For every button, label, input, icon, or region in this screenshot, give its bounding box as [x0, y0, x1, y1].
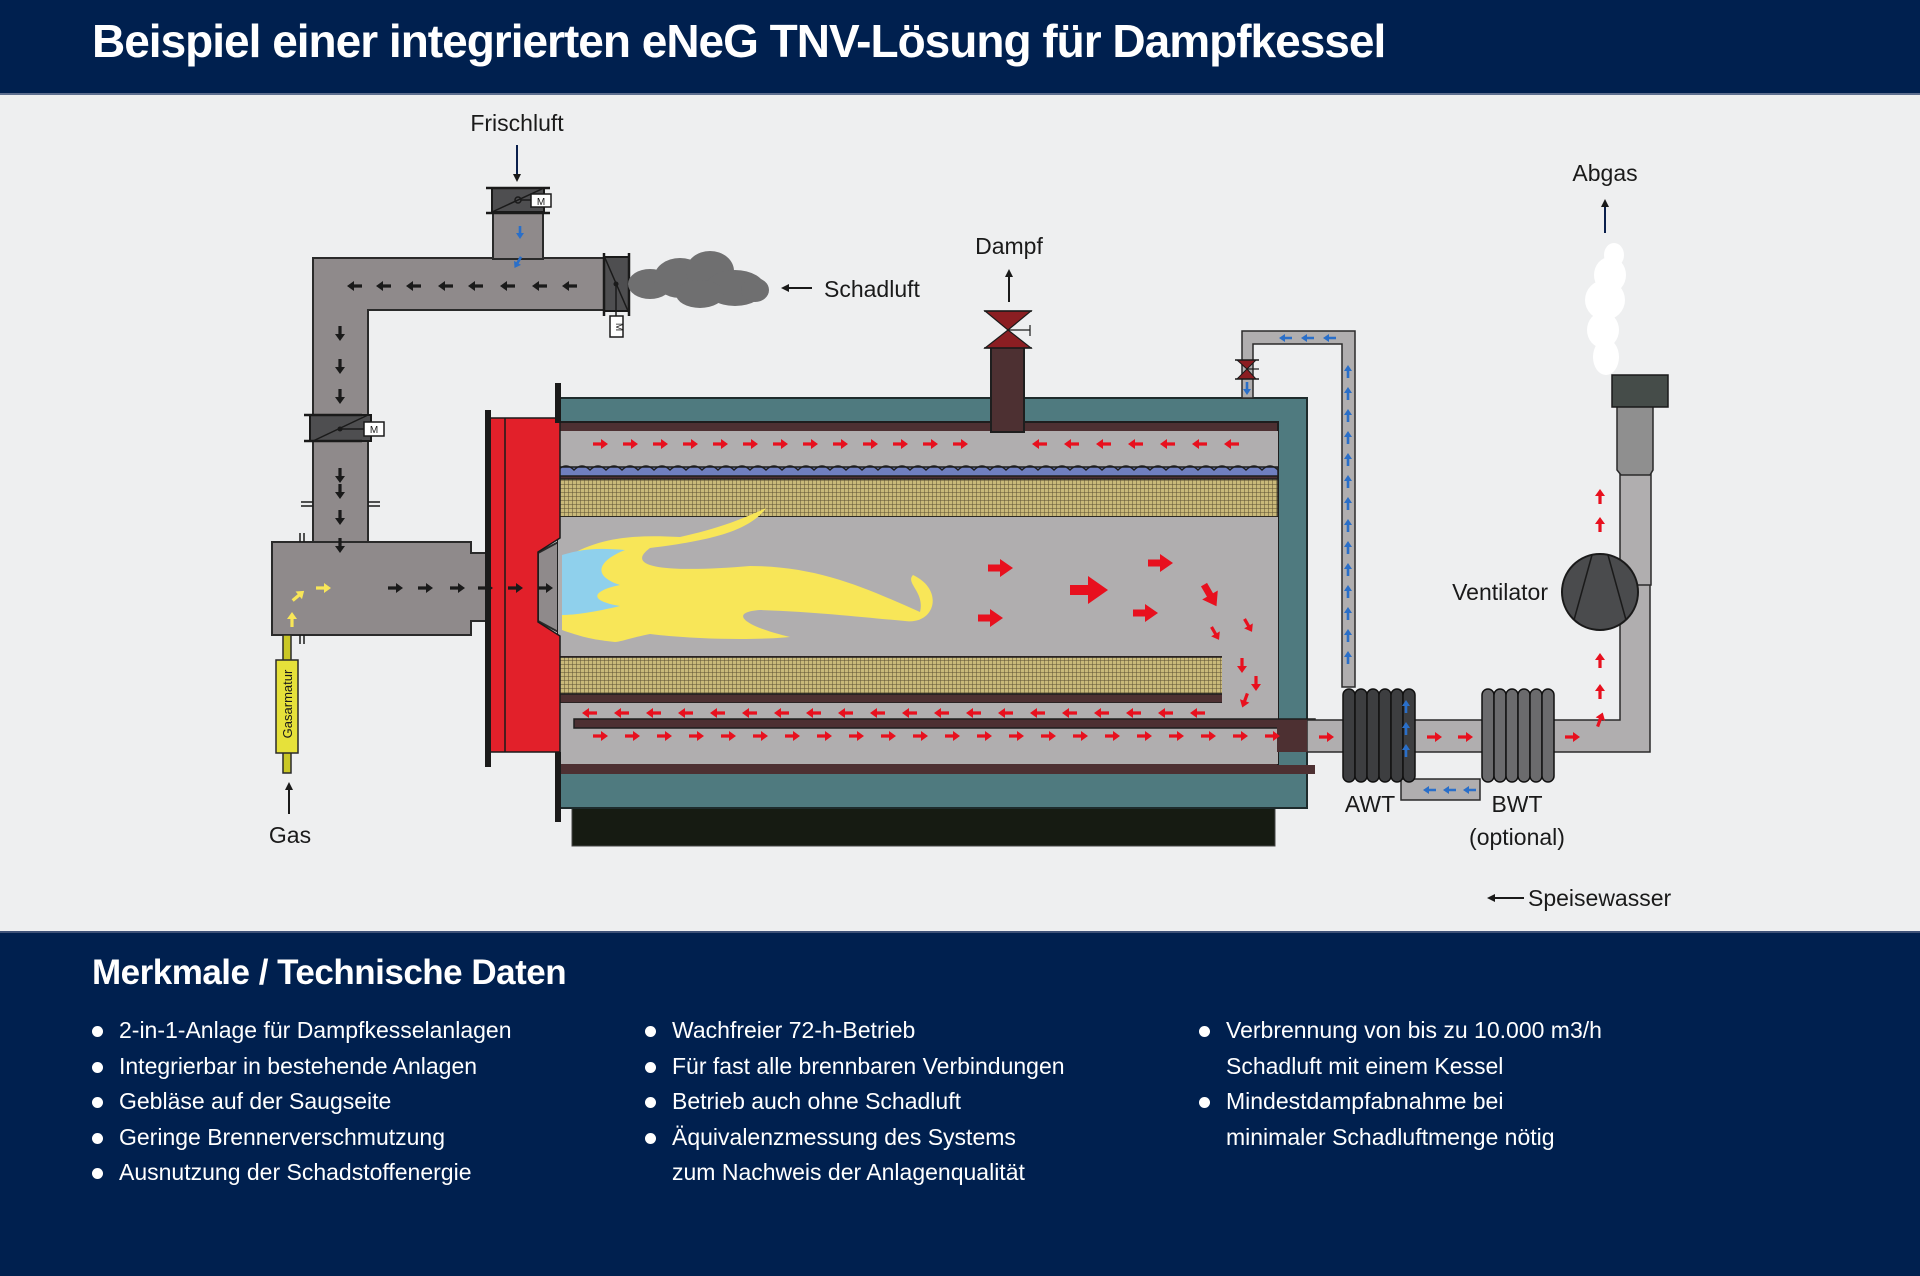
duct-flanges — [299, 501, 380, 644]
coil-segment — [1493, 688, 1507, 783]
bullet-icon — [92, 1026, 103, 1037]
ventilator-label: Ventilator — [1452, 579, 1548, 605]
feature-item: Wachfreier 72-h-Betrieb — [645, 1013, 1065, 1049]
motor-label: M — [613, 323, 624, 331]
gas-line: Gasarmatur — [275, 634, 299, 774]
steam-valve — [983, 310, 1033, 349]
feature-item: Geringe Brennerverschmutzung — [92, 1120, 512, 1156]
main-air-damper: M — [304, 413, 385, 443]
bullet-icon — [92, 1132, 103, 1144]
motor-label: M — [370, 425, 378, 436]
feature-text: Integrierbar in bestehende Anlagen — [119, 1052, 478, 1079]
coil-segment — [1481, 688, 1495, 783]
coil-segment — [1354, 688, 1368, 783]
feature-text: Für fast alle brennbaren Verbindungen — [672, 1052, 1065, 1079]
feature-text: Schadluft mit einem Kessel — [1226, 1052, 1504, 1079]
flow-arrow-icon — [1595, 684, 1605, 699]
coil-segment — [1529, 688, 1543, 783]
bullet-icon — [645, 1061, 656, 1073]
feature-text: Gebläse auf der Saugseite — [119, 1088, 392, 1114]
label-arrows — [285, 145, 1609, 902]
fresh-air-damper: M — [486, 186, 552, 215]
feature-text: Mindestdampfabnahme bei — [1226, 1088, 1504, 1114]
water-surface — [557, 465, 1279, 472]
coil-segment — [1378, 688, 1392, 783]
schadluft-cloud — [628, 251, 769, 308]
coil-segment — [1541, 688, 1555, 783]
coil-segment — [1517, 688, 1531, 783]
feature-text: Verbrennung von bis zu 10.000 m3/h — [1226, 1017, 1602, 1043]
page-title: Beispiel einer integrierten eNeG TNV-Lös… — [92, 15, 1386, 67]
feature-item: Äquivalenzmessung des Systems — [645, 1120, 1065, 1156]
feature-text: Geringe Brennerverschmutzung — [119, 1123, 445, 1150]
coil-segment — [1505, 688, 1519, 783]
feature-text: 2-in-1-Anlage für Dampfkesselanlagen — [119, 1017, 512, 1043]
feature-item-continuation: zum Nachweis der Anlagenqualität — [645, 1155, 1065, 1191]
awt-label: AWT — [1345, 791, 1395, 817]
awt-heat-exchanger — [1342, 688, 1416, 783]
schadluft-damper: M — [602, 253, 631, 338]
features-title: Merkmale / Technische Daten — [92, 953, 567, 992]
bullet-icon — [1199, 1026, 1210, 1037]
abgas-label: Abgas — [1572, 160, 1637, 186]
ventilator-fan — [1561, 553, 1639, 631]
bullet-icon — [645, 1132, 656, 1144]
feature-item: Mindestdampfabnahme bei — [1199, 1084, 1602, 1120]
gasarmatur-label: Gasarmatur — [280, 669, 295, 738]
flow-arrow-icon — [1595, 653, 1605, 668]
feature-text: zum Nachweis der Anlagenqualität — [672, 1159, 1025, 1185]
bwt-label: BWT — [1491, 791, 1542, 817]
diagram-panel: M M M Gasarmatur — [0, 95, 1920, 931]
feature-item-continuation: Schadluft mit einem Kessel — [1199, 1049, 1602, 1085]
coil-segment — [1342, 688, 1356, 783]
bullet-icon — [1199, 1097, 1210, 1108]
bwt-heat-exchanger — [1481, 688, 1555, 783]
schadluft-label: Schadluft — [824, 276, 921, 302]
feature-item: Ausnutzung der Schadstoffenergie — [92, 1155, 512, 1191]
speisewasser-label: Speisewasser — [1528, 885, 1672, 911]
bullet-icon — [92, 1061, 103, 1073]
motor-icon — [609, 315, 624, 338]
feature-item: Für fast alle brennbaren Verbindungen — [645, 1049, 1065, 1085]
flow-arrow-icon — [1595, 489, 1605, 504]
feature-item: Verbrennung von bis zu 10.000 m3/h — [1199, 1013, 1602, 1049]
exhaust-plume — [1585, 243, 1626, 375]
header-banner: Beispiel einer integrierten eNeG TNV-Lös… — [0, 0, 1920, 95]
dampf-label: Dampf — [975, 233, 1043, 259]
features-section: Merkmale / Technische Daten 2-in-1-Anlag… — [0, 931, 1920, 1276]
coil-segment — [1390, 688, 1404, 783]
gas-label: Gas — [269, 822, 311, 848]
flame — [562, 508, 933, 642]
motor-icon — [530, 193, 552, 208]
boiler-diagram: M M M Gasarmatur — [269, 110, 1672, 911]
feature-item-continuation: minimaler Schadluftmenge nötig — [1199, 1120, 1602, 1156]
feature-item: Gebläse auf der Saugseite — [92, 1084, 512, 1120]
bullet-icon — [92, 1168, 103, 1179]
bullet-icon — [645, 1026, 656, 1037]
feature-text: minimaler Schadluftmenge nötig — [1226, 1123, 1555, 1150]
feature-text: Wachfreier 72-h-Betrieb — [672, 1017, 916, 1043]
feature-text: Äquivalenzmessung des Systems — [672, 1123, 1016, 1150]
bullet-icon — [645, 1097, 656, 1108]
bwt-optional-label: (optional) — [1469, 824, 1565, 850]
motor-label: M — [537, 197, 545, 208]
bullet-icon — [92, 1097, 103, 1108]
feature-item: Integrierbar in bestehende Anlagen — [92, 1049, 512, 1085]
flow-arrow-icon — [1595, 517, 1605, 532]
motor-icon — [363, 421, 385, 437]
frischluft-label: Frischluft — [470, 110, 564, 136]
feature-text: Ausnutzung der Schadstoffenergie — [119, 1159, 472, 1185]
feature-text: Betrieb auch ohne Schadluft — [672, 1088, 961, 1114]
coil-segment — [1366, 688, 1380, 783]
feature-item: Betrieb auch ohne Schadluft — [645, 1084, 1065, 1120]
feature-item: 2-in-1-Anlage für Dampfkesselanlagen — [92, 1013, 512, 1049]
